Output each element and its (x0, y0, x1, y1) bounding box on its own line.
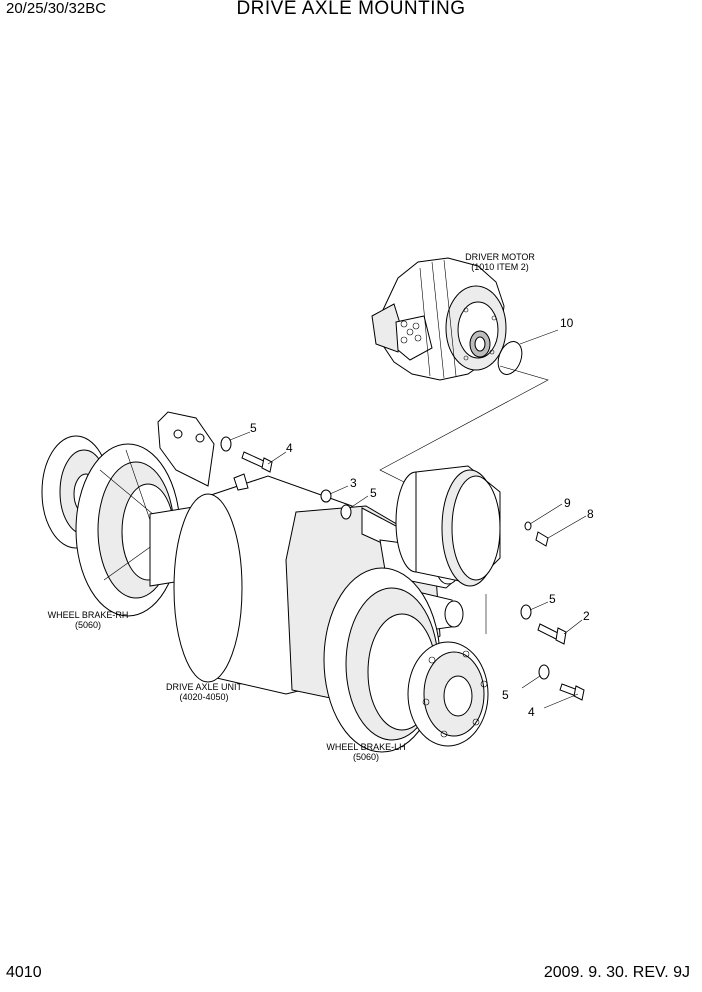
callout-5: 5 (502, 688, 509, 702)
driver-motor-label: DRIVER MOTOR (465, 252, 535, 262)
drive-axle-unit-label: DRIVE AXLE UNIT (166, 682, 243, 692)
callout-2: 2 (583, 609, 590, 623)
hardware (220, 436, 585, 701)
revision-date: 2009. 9. 30. REV. 9J (543, 964, 690, 981)
callout-4: 4 (528, 705, 535, 719)
callout-4: 4 (286, 441, 293, 455)
o-ring (497, 341, 523, 375)
callout-9: 9 (564, 496, 571, 510)
wheel-brake-rh-ref: (5060) (75, 620, 101, 630)
callout-10: 10 (560, 316, 574, 330)
driver-motor-ref: (1010 ITEM 2) (471, 262, 529, 272)
model-code: 20/25/30/32BC (6, 0, 107, 17)
callout-5: 5 (370, 486, 377, 500)
page-number: 4010 (6, 964, 42, 981)
alignment-line (379, 365, 549, 483)
wheel-brake-lh-label: WHEEL BRAKE-LH (326, 742, 405, 752)
callout-5: 5 (250, 421, 257, 435)
callout-5: 5 (549, 592, 556, 606)
callout-3: 3 (350, 476, 357, 490)
wheel-brake-lh-ref: (5060) (353, 752, 379, 762)
drive-axle-unit-ref: (4020-4050) (179, 692, 228, 702)
page-title: DRIVE AXLE MOUNTING (236, 0, 466, 19)
motor-mount-drum (395, 465, 501, 587)
leader-lines (229, 329, 587, 709)
driver-motor (371, 257, 507, 381)
callout-8: 8 (587, 507, 594, 521)
wheel-brake-lh (323, 567, 489, 753)
wheel-brake-rh-label: WHEEL BRAKE-RH (48, 610, 129, 620)
